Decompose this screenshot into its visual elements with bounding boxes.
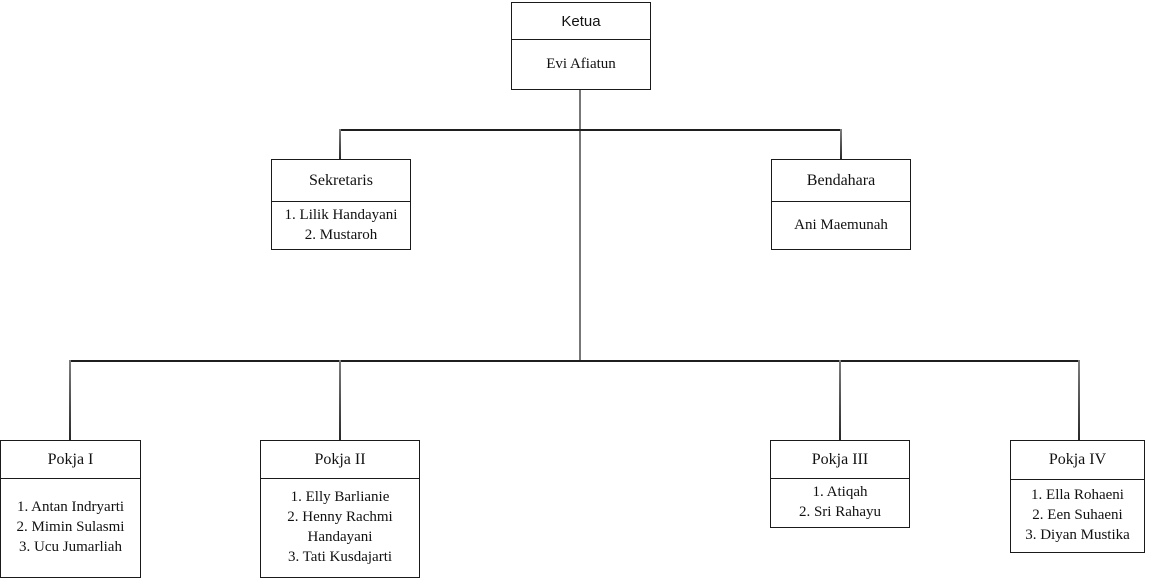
- member-name: 2. Een Suhaeni: [1032, 507, 1123, 523]
- org-box-ketua: Ketua Evi Afiatun: [511, 2, 651, 90]
- box-title-pokja-4: Pokja IV: [1011, 441, 1144, 480]
- member-name: 2. Sri Rahayu: [798, 504, 882, 520]
- member-name: 1. Ella Rohaeni: [1031, 487, 1124, 503]
- box-members-ketua: Evi Afiatun: [512, 40, 650, 87]
- member-name: 1. Antan Indryarti: [16, 499, 125, 515]
- box-members-pokja-4: 1. Ella Rohaeni 2. Een Suhaeni 3. Diyan …: [1011, 480, 1144, 550]
- box-title-pokja-3: Pokja III: [771, 441, 909, 479]
- box-title-pokja-1: Pokja I: [1, 441, 140, 479]
- connector-pokja2-drop: [339, 360, 341, 441]
- box-title-pokja-2: Pokja II: [261, 441, 419, 479]
- member-name: 1. Elly Barlianie: [290, 489, 390, 505]
- org-box-bendahara: Bendahara Ani Maemunah: [771, 159, 911, 250]
- member-name: 1. Lilik Handayani: [284, 206, 398, 223]
- connector-pokja3-drop: [839, 360, 841, 441]
- connector-tier1-horizontal: [339, 129, 842, 131]
- box-members-sekretaris: 1. Lilik Handayani 2. Mustaroh: [272, 202, 410, 247]
- box-members-pokja-3: 1. Atiqah 2. Sri Rahayu: [771, 479, 909, 525]
- box-members-pokja-2: 1. Elly Barlianie 2. Henny Rachmi Handay…: [261, 479, 419, 575]
- box-members-bendahara: Ani Maemunah: [772, 202, 910, 247]
- connector-sekretaris-drop: [339, 129, 341, 160]
- connector-pokja1-drop: [69, 360, 71, 441]
- member-name: 2. Mustaroh: [304, 226, 378, 243]
- member-name: 2. Henny Rachmi Handayani: [287, 509, 393, 545]
- org-box-pokja-1: Pokja I 1. Antan Indryarti 2. Mimin Sula…: [0, 440, 141, 578]
- member-name: 2. Mimin Sulasmi: [16, 519, 125, 535]
- box-title-ketua: Ketua: [512, 3, 650, 40]
- org-box-sekretaris: Sekretaris 1. Lilik Handayani 2. Mustaro…: [271, 159, 411, 250]
- connector-tier2-horizontal: [69, 360, 1080, 362]
- org-box-pokja-3: Pokja III 1. Atiqah 2. Sri Rahayu: [770, 440, 910, 528]
- member-name: 3. Tati Kusdajarti: [287, 549, 393, 565]
- box-title-sekretaris: Sekretaris: [272, 160, 410, 202]
- connector-ketua-vertical: [579, 89, 581, 361]
- connector-pokja4-drop: [1078, 360, 1080, 441]
- member-name: Evi Afiatun: [546, 55, 616, 72]
- member-name: 3. Diyan Mustika: [1025, 527, 1130, 543]
- member-name: 1. Atiqah: [812, 484, 868, 500]
- box-members-pokja-1: 1. Antan Indryarti 2. Mimin Sulasmi 3. U…: [1, 479, 140, 575]
- member-name: 3. Ucu Jumarliah: [19, 539, 122, 555]
- org-box-pokja-2: Pokja II 1. Elly Barlianie 2. Henny Rach…: [260, 440, 420, 578]
- box-title-bendahara: Bendahara: [772, 160, 910, 202]
- org-box-pokja-4: Pokja IV 1. Ella Rohaeni 2. Een Suhaeni …: [1010, 440, 1145, 553]
- connector-bendahara-drop: [840, 129, 842, 160]
- member-name: Ani Maemunah: [794, 216, 888, 233]
